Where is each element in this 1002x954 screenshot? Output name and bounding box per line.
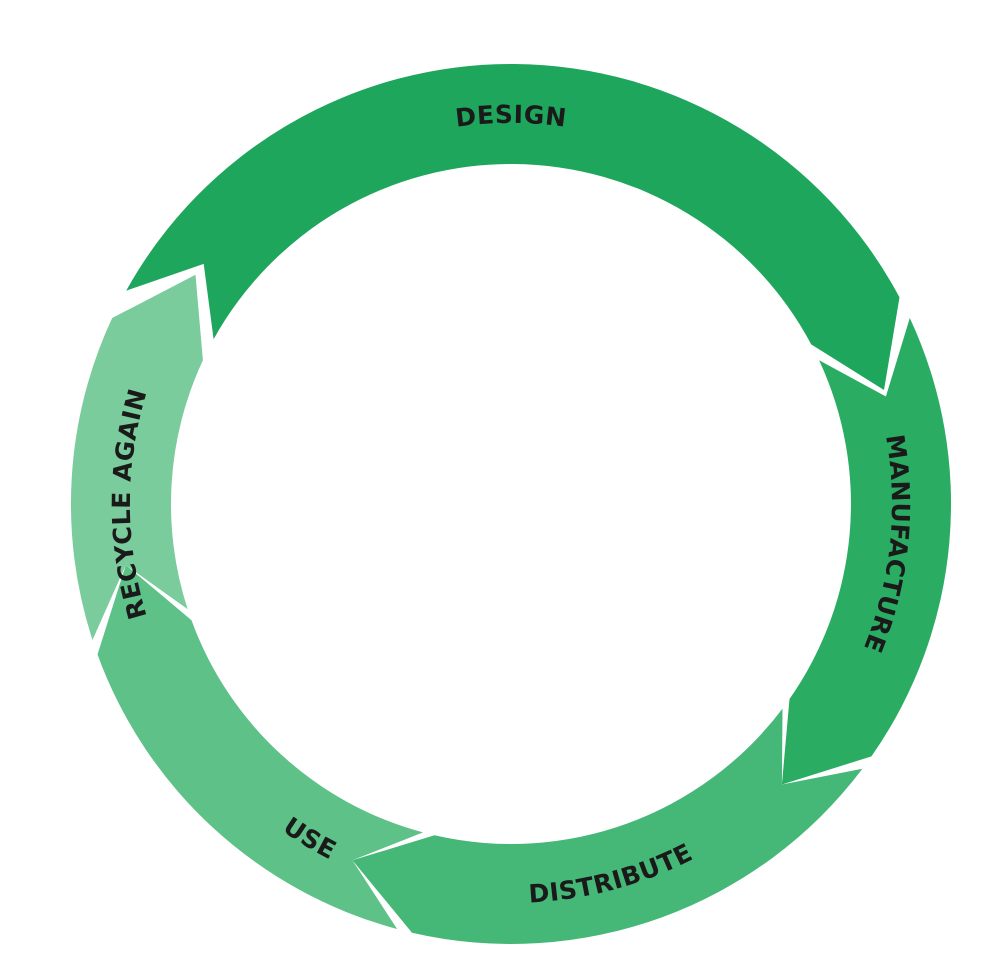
manufacture-arrow — [781, 318, 952, 785]
design-label: DESIGN — [454, 100, 569, 133]
design-arrow — [126, 64, 900, 391]
recycle-again-arrow — [70, 274, 203, 640]
use-arrow — [97, 565, 423, 929]
distribute-arrow — [352, 708, 863, 944]
